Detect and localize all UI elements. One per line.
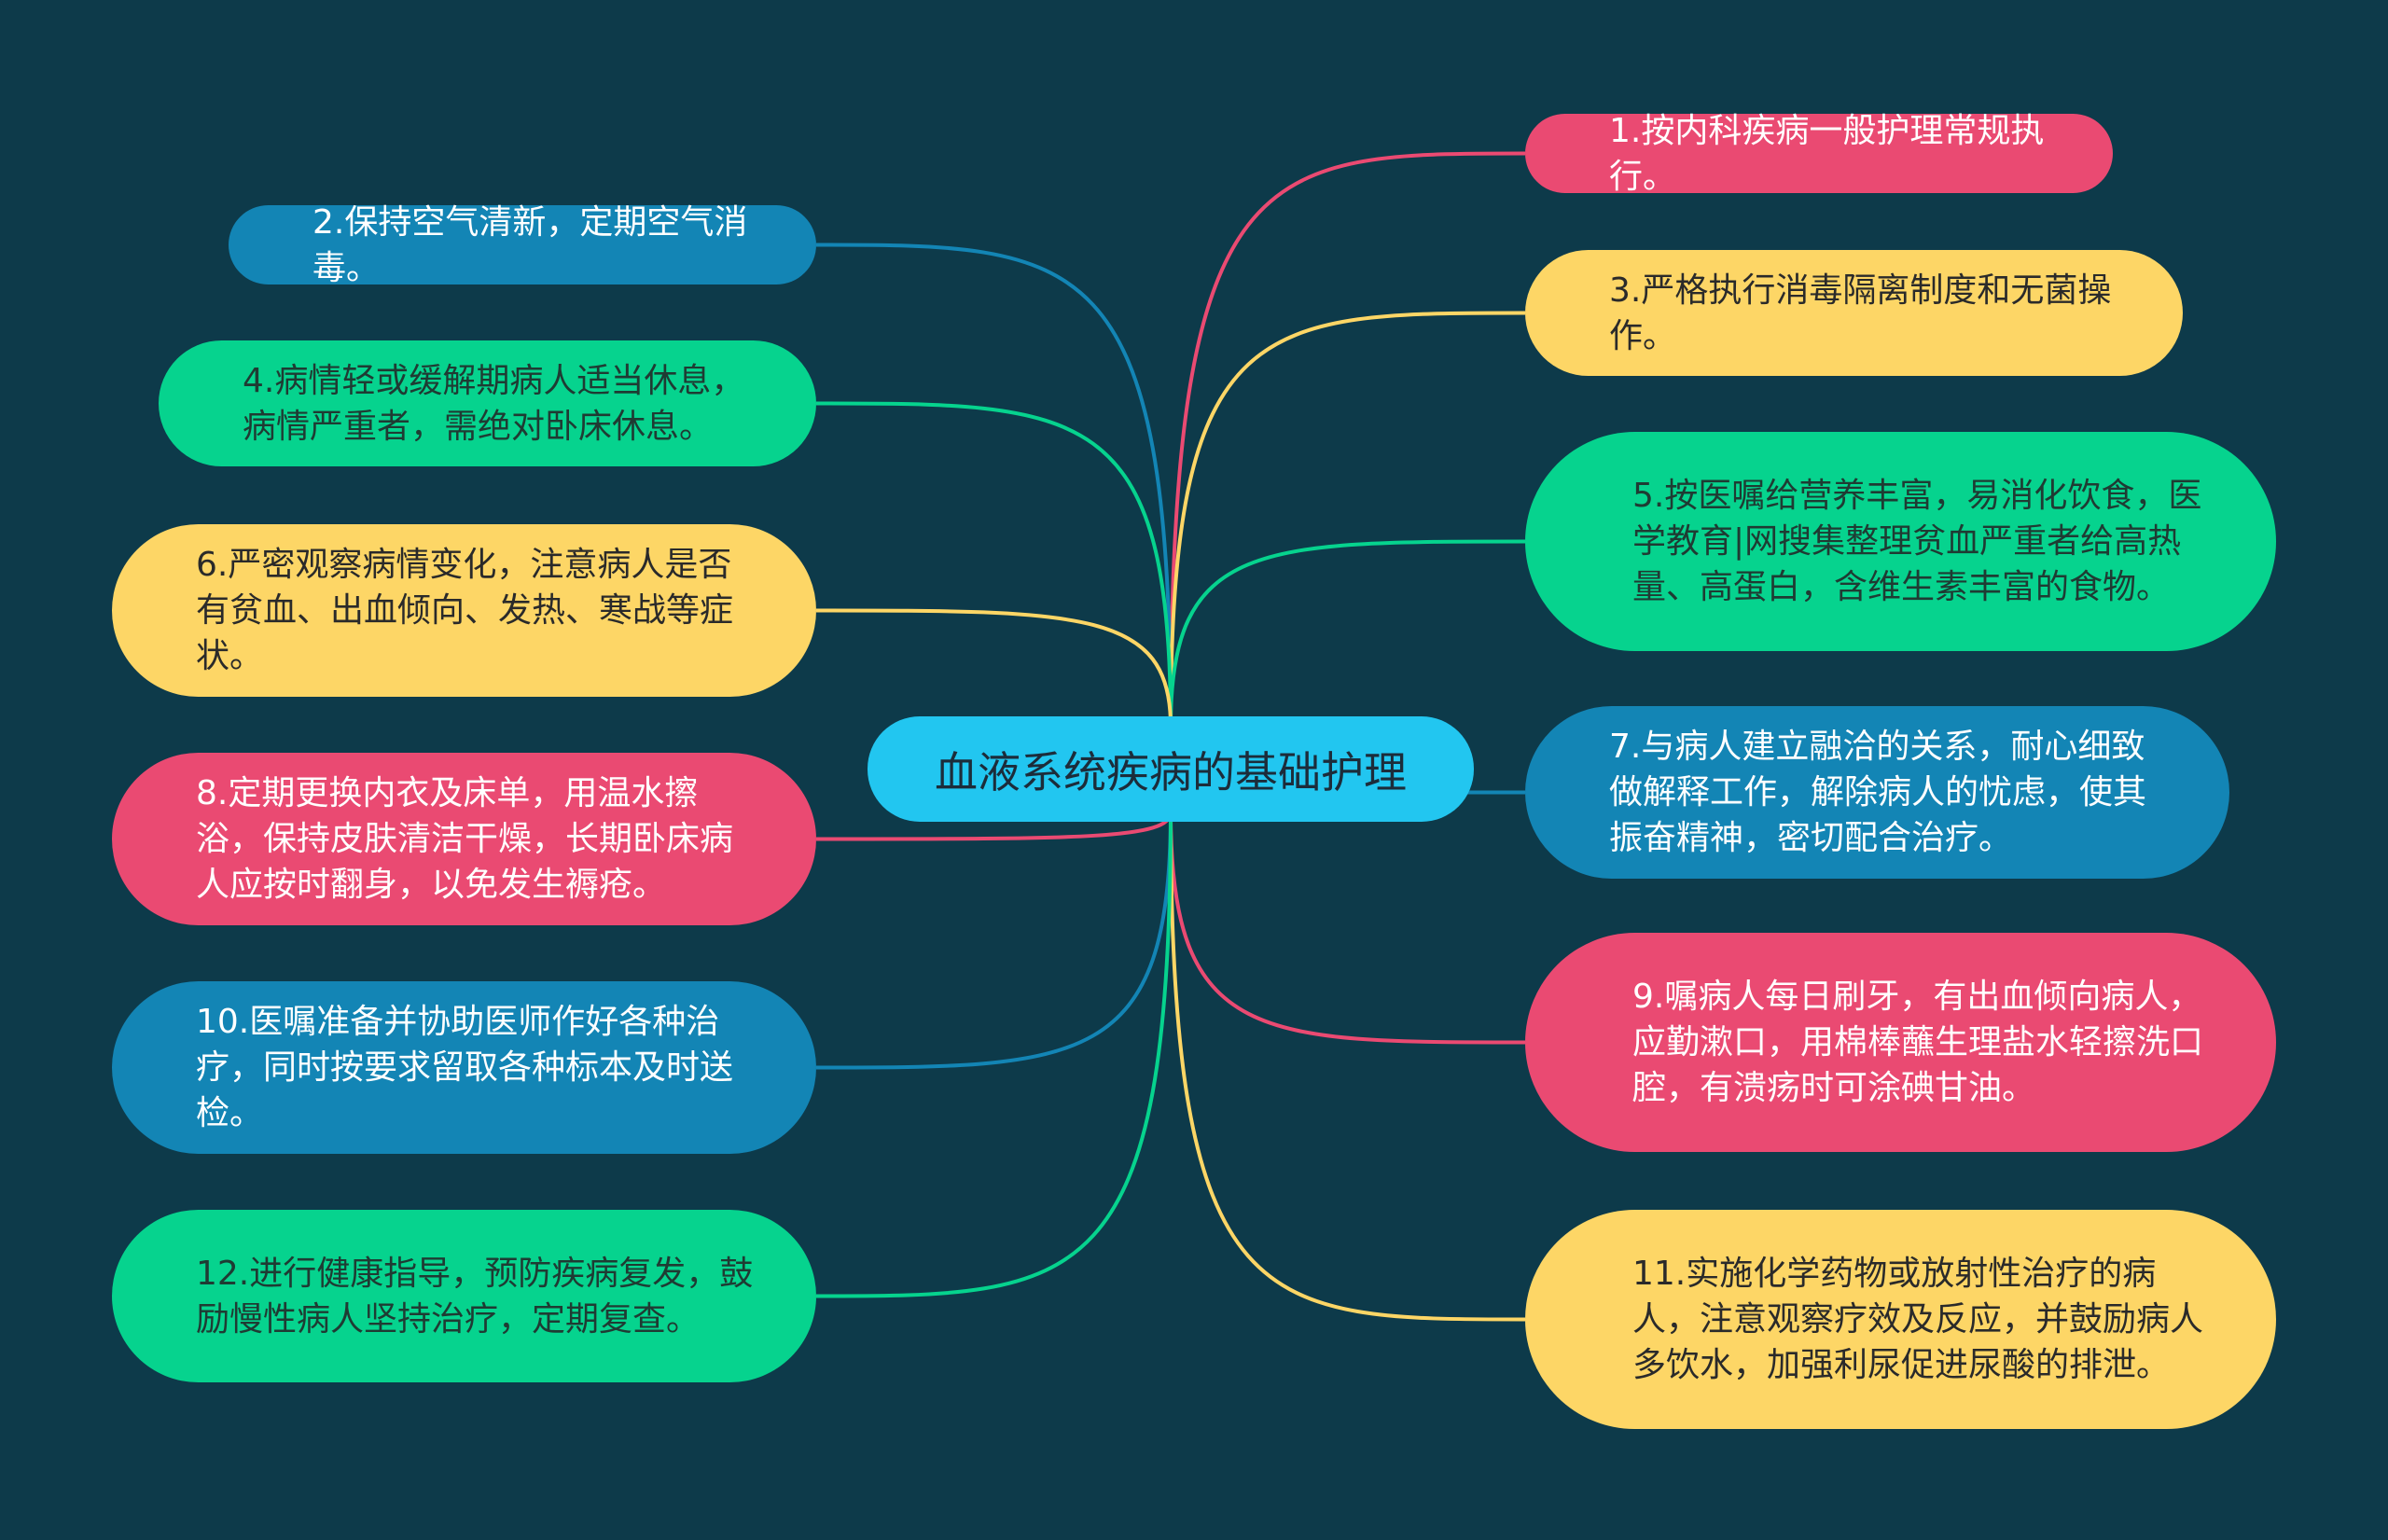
topic-node-2[interactable]: 2.保持空气清新，定期空气消毒。 — [229, 203, 816, 287]
connector-1 — [1169, 151, 1526, 727]
connector-6 — [815, 608, 1173, 727]
connector-2 — [815, 243, 1173, 727]
topic-text-5: 5.按医嘱给营养丰富，易消化饮食，医学教育|网搜集整理贫血严重者给高热量、高蛋白… — [1632, 477, 2202, 606]
topic-node-7[interactable]: 7.与病人建立融洽的关系，耐心细致做解释工作，解除病人的忧虑，使其振奋精神，密切… — [1525, 706, 2229, 879]
topic-node-12[interactable]: 12.进行健康指导，预防疾病复发，鼓励慢性病人坚持治疗，定期复查。 — [112, 1210, 816, 1382]
topic-text-9: 9.嘱病人每日刷牙，有出血倾向病人，应勤漱口，用棉棒蘸生理盐水轻擦洗口腔，有溃疡… — [1632, 978, 2204, 1107]
central-topic-label: 血液系统疾病的基础护理 — [935, 746, 1407, 798]
topic-text-2: 2.保持空气清新，定期空气消毒。 — [312, 202, 748, 287]
topic-text-12: 12.进行健康指导，预防疾病复发，鼓励慢性病人坚持治疗，定期复查。 — [196, 1254, 754, 1339]
topic-text-4: 4.病情轻或缓解期病人适当休息，病情严重者，需绝对卧床休息。 — [243, 361, 745, 446]
topic-text-10: 10.医嘱准备并协助医师作好各种治疗，同时按要求留取各种标本及时送检。 — [196, 1003, 734, 1132]
topic-node-11[interactable]: 11.实施化学药物或放射性治疗的病人，注意观察疗效及反应，并鼓励病人多饮水，加强… — [1525, 1210, 2276, 1429]
connector-9 — [1169, 812, 1526, 1045]
topic-text-3: 3.严格执行消毒隔离制度和无菌操作。 — [1609, 271, 2112, 355]
topic-node-1[interactable]: 1.按内科疾病一般护理常规执行。 — [1525, 112, 2113, 196]
connector-4 — [815, 401, 1173, 727]
topic-text-8: 8.定期更换内衣及床单，用温水擦浴，保持皮肤清洁干燥，长期卧床病人应按时翻身，以… — [196, 774, 734, 904]
connector-11 — [1169, 812, 1526, 1322]
topic-node-4[interactable]: 4.病情轻或缓解期病人适当休息，病情严重者，需绝对卧床休息。 — [159, 340, 816, 466]
topic-node-6[interactable]: 6.严密观察病情变化，注意病人是否有贫血、出血倾向、发热、寒战等症状。 — [112, 524, 816, 697]
topic-node-9[interactable]: 9.嘱病人每日刷牙，有出血倾向病人，应勤漱口，用棉棒蘸生理盐水轻擦洗口腔，有溃疡… — [1525, 933, 2276, 1152]
topic-text-7: 7.与病人建立融洽的关系，耐心细致做解释工作，解除病人的忧虑，使其振奋精神，密切… — [1609, 728, 2147, 857]
connector-8 — [815, 812, 1173, 841]
topic-node-3[interactable]: 3.严格执行消毒隔离制度和无菌操作。 — [1525, 250, 2183, 376]
topic-text-11: 11.实施化学药物或放射性治疗的病人，注意观察疗效及反应，并鼓励病人多饮水，加强… — [1632, 1255, 2204, 1384]
connector-3 — [1169, 311, 1526, 727]
connector-5 — [1169, 539, 1526, 727]
topic-text-6: 6.严密观察病情变化，注意病人是否有贫血、出血倾向、发热、寒战等症状。 — [196, 546, 734, 675]
topic-node-8[interactable]: 8.定期更换内衣及床单，用温水擦浴，保持皮肤清洁干燥，长期卧床病人应按时翻身，以… — [112, 753, 816, 925]
connector-12 — [815, 812, 1173, 1298]
topic-text-1: 1.按内科疾病一般护理常规执行。 — [1609, 111, 2045, 196]
topic-node-5[interactable]: 5.按医嘱给营养丰富，易消化饮食，医学教育|网搜集整理贫血严重者给高热量、高蛋白… — [1525, 432, 2276, 651]
central-topic[interactable]: 血液系统疾病的基础护理 — [868, 716, 1474, 822]
topic-node-10[interactable]: 10.医嘱准备并协助医师作好各种治疗，同时按要求留取各种标本及时送检。 — [112, 981, 816, 1154]
connector-10 — [815, 812, 1173, 1070]
